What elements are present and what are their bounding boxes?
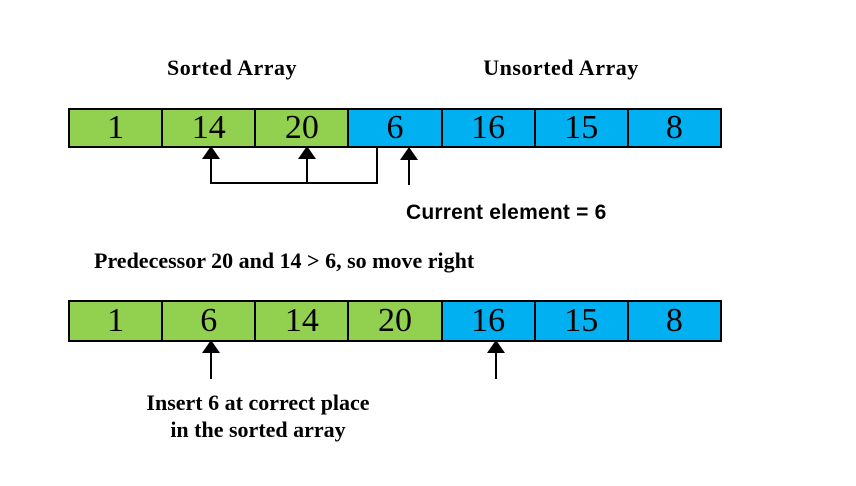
insert-note-line2: in the sorted array [170,417,346,442]
current-element-label: Current element = 6 [406,201,607,224]
array-cell: 1 [70,302,162,340]
array-cell: 8 [626,110,720,146]
array-cell: 16 [440,110,534,146]
arrow-shaft [210,350,212,379]
array-cell: 15 [533,302,627,340]
array-cell: 15 [533,110,627,146]
array-cell: 1 [70,110,162,146]
array-cell: 6 [347,110,441,146]
insert-note: Insert 6 at correct place in the sorted … [108,389,408,443]
array-step2: 1 6 14 20 16 15 8 [68,300,722,342]
array-cell: 14 [161,110,255,146]
array-cell: 14 [254,302,348,340]
arrow-shaft [408,157,410,185]
arrow-up-6-icon [202,340,220,353]
array-cell: 20 [254,110,348,146]
arrow-up-current-icon [400,147,418,160]
arrow-shaft [495,350,497,379]
array-cell: 8 [626,302,720,340]
arrow-shaft [210,156,212,184]
arrow-up-16-icon [487,340,505,353]
predecessor-note: Predecessor 20 and 14 > 6, so move right [94,248,475,273]
arrow-shaft [306,156,308,184]
array-cell: 20 [347,302,441,340]
array-cell: 16 [440,302,534,340]
bracket-line [376,147,378,184]
array-step1: 1 14 20 6 16 15 8 [68,108,722,148]
insert-note-line1: Insert 6 at correct place [146,390,370,415]
array-cell: 6 [161,302,255,340]
unsorted-array-title: Unsorted Array [483,55,639,80]
bracket-line [210,182,378,184]
sorted-array-title: Sorted Array [166,55,298,80]
arrow-up-20-icon [298,146,316,159]
arrow-up-14-icon [202,146,220,159]
